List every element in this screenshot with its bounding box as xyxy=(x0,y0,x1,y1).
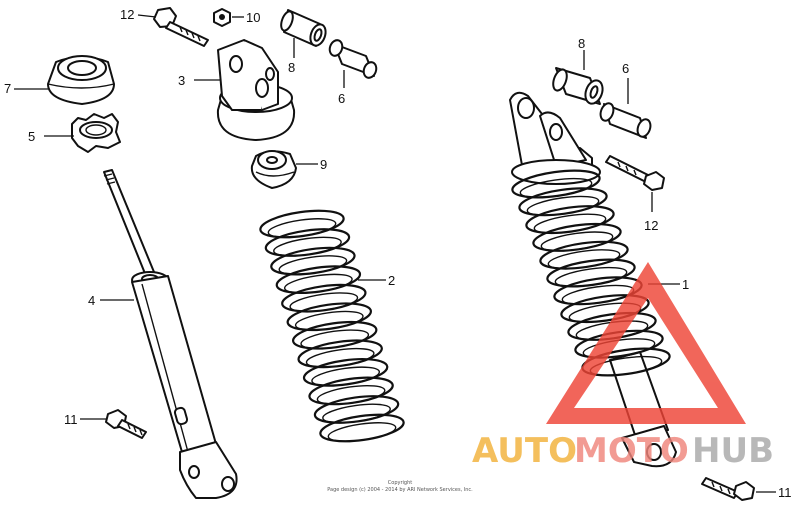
bolt-part-11-left xyxy=(105,409,147,439)
spring-coil-inner xyxy=(554,266,628,288)
spring-coil-inner xyxy=(267,218,337,238)
watermark-word-moto: MOTO xyxy=(574,431,689,471)
callout-1: 1 xyxy=(682,277,689,292)
automotohub-logo-watermark: AUTO MOTO HUB xyxy=(472,262,774,471)
callout-9: 9 xyxy=(320,157,327,172)
callout-12-right: 12 xyxy=(644,218,658,233)
spring-coil-inner xyxy=(300,329,370,350)
bump-rubber-part-9 xyxy=(250,150,297,189)
spring-coil-inner xyxy=(322,403,391,424)
spring-coil-inner xyxy=(327,422,397,442)
callout-6-right: 6 xyxy=(622,61,629,76)
bolt-part-12-right xyxy=(605,155,665,191)
spring-part-1-coils xyxy=(511,169,671,377)
spring-coil-inner xyxy=(278,255,348,276)
spring-coil-inner xyxy=(273,236,342,257)
adjuster-part-5 xyxy=(71,113,121,153)
copyright-line-2: Page design (c) 2004 - 2014 by ARI Netwo… xyxy=(327,487,473,493)
callout-7: 7 xyxy=(4,81,11,96)
spring-coil-inner xyxy=(305,347,375,368)
spring-coil-inner xyxy=(540,231,614,252)
bushing-part-8-left xyxy=(280,9,327,47)
callout-8-left: 8 xyxy=(288,60,295,75)
damper-part-4 xyxy=(103,169,238,499)
callout-11-right: 11 xyxy=(778,485,792,500)
bolt-part-12-left xyxy=(153,7,209,47)
spring-coil-inner xyxy=(519,177,593,199)
spring-coil-inner xyxy=(533,213,607,234)
spring-part-2 xyxy=(259,209,405,443)
bushing-part-8-right xyxy=(552,67,604,105)
callout-5: 5 xyxy=(28,129,35,144)
callout-11-left: 11 xyxy=(64,412,78,427)
callout-3: 3 xyxy=(178,73,185,88)
callout-2: 2 xyxy=(388,273,395,288)
callout-8-right: 8 xyxy=(578,36,585,51)
collar-part-6-right xyxy=(599,102,652,139)
callout-4: 4 xyxy=(88,293,95,308)
spring-seat-part-7 xyxy=(47,55,115,105)
bolt-part-11-right xyxy=(701,477,755,501)
spring-coil-inner xyxy=(316,384,386,405)
callout-12-left: 12 xyxy=(120,7,134,22)
collar-part-6-left xyxy=(328,39,378,79)
watermark-word-auto: AUTO xyxy=(472,431,577,471)
upper-mount-part-3 xyxy=(216,39,296,141)
watermark-word-hub: HUB xyxy=(692,431,774,471)
nut-part-10 xyxy=(213,8,231,27)
callout-6-left: 6 xyxy=(338,91,345,106)
callout-10: 10 xyxy=(246,10,260,25)
spring-coil-inner xyxy=(283,273,353,294)
spring-coil-inner xyxy=(294,310,364,331)
spring-coil-inner xyxy=(311,366,381,387)
copyright-line-1: Copyright xyxy=(388,480,412,486)
spring-coil-inner xyxy=(289,292,359,313)
spring-coil-inner xyxy=(526,195,600,216)
spring-coil-inner xyxy=(547,249,621,270)
